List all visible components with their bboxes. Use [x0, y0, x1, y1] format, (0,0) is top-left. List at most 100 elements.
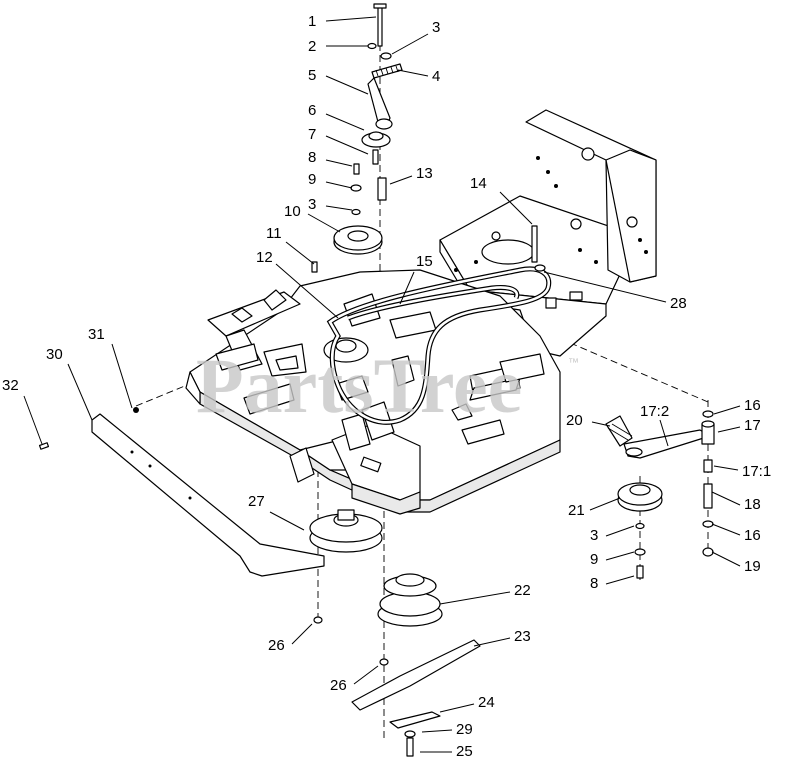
callout-number: 25 [456, 743, 473, 760]
callout-leader-line [591, 421, 611, 427]
callout-number: 2 [308, 38, 316, 55]
watermark: PartsTree ™ [196, 342, 579, 429]
callout-16: 16 [711, 523, 761, 544]
callout-number: 9 [590, 551, 598, 568]
callout-27: 27 [248, 493, 305, 531]
callout-number: 3 [308, 196, 316, 213]
callout-leader-line [605, 525, 635, 537]
callout-leader-line [713, 405, 741, 415]
callout-20: 20 [566, 412, 611, 429]
callout-12: 12 [256, 249, 339, 319]
callout-5: 5 [308, 67, 369, 95]
callout-4: 4 [397, 68, 440, 85]
callout-leader-line [325, 75, 369, 95]
callout-number: 10 [284, 203, 301, 220]
callout-leader-line [291, 623, 313, 645]
spindle-assembly [309, 509, 481, 757]
watermark-trademark: ™ [568, 357, 579, 369]
callout-leader-line [67, 363, 93, 421]
callout-number: 17:1 [742, 463, 771, 480]
callout-31: 31 [88, 326, 133, 409]
callout-3: 3 [590, 525, 635, 544]
callout-30: 30 [46, 346, 93, 421]
callout-15: 15 [399, 253, 433, 305]
callout-number: 3 [432, 19, 440, 36]
callout-number: 4 [432, 68, 440, 85]
callout-28: 28 [543, 271, 687, 312]
callout-leader-line [269, 511, 305, 531]
callout-leader-line [325, 135, 369, 155]
drive-belt [326, 266, 552, 425]
callout-number: 23 [514, 628, 531, 645]
callout-leader-line [711, 491, 741, 506]
callout-leader-line [605, 551, 635, 561]
callout-number: 17:2 [640, 403, 669, 420]
callout-number: 8 [308, 149, 316, 166]
callout-22: 22 [439, 582, 531, 605]
callout-8: 8 [308, 149, 353, 167]
callout-leader-line [473, 637, 511, 647]
callout-7: 7 [308, 126, 369, 155]
callout-leader-line [389, 175, 413, 185]
callout-leader-line [325, 205, 353, 211]
callout-25: 25 [420, 743, 473, 760]
callout-number: 26 [268, 637, 285, 654]
callout-leader-line [391, 33, 429, 55]
callout-number: 3 [590, 527, 598, 544]
callout-leader-line [711, 551, 741, 567]
callout-number: 7 [308, 126, 316, 143]
callout-leader-line [605, 575, 635, 585]
callout-number: 12 [256, 249, 273, 266]
callout-number: 13 [416, 165, 433, 182]
watermark-text: PartsTree [196, 342, 522, 429]
callout-leader-line [659, 419, 669, 447]
callout-number: 6 [308, 102, 316, 119]
callout-number: 9 [308, 171, 316, 188]
callout-32: 32 [2, 377, 43, 445]
callout-9: 9 [308, 171, 353, 189]
callout-10: 10 [284, 203, 341, 233]
callout-number: 21 [568, 502, 585, 519]
callout-number: 14 [470, 175, 487, 192]
callout-number: 24 [478, 694, 495, 711]
callout-24: 24 [439, 694, 495, 713]
callout-leader-line [285, 241, 315, 265]
callout-leader-line [325, 159, 353, 167]
callout-number: 16 [744, 527, 761, 544]
callout-number: 29 [456, 721, 473, 738]
callout-23: 23 [473, 628, 531, 647]
callout-2: 2 [308, 38, 368, 55]
callout-number: 17 [744, 417, 761, 434]
callout-6: 6 [308, 102, 365, 131]
callout-leader-line [325, 181, 353, 189]
callout-number: 26 [330, 677, 347, 694]
callout-number: 16 [744, 397, 761, 414]
callout-leader-line [589, 497, 621, 511]
callout-14: 14 [470, 175, 533, 225]
callout-leader-line [275, 263, 339, 319]
callout-3: 3 [308, 196, 353, 213]
callout-17-2: 17:2 [640, 403, 669, 447]
callout-number: 5 [308, 67, 316, 84]
callout-leader-line [717, 426, 741, 433]
callout-leader-line [543, 271, 667, 303]
callout-leader-line [711, 523, 741, 536]
callout-number: 27 [248, 493, 265, 510]
callout-number: 11 [266, 225, 282, 242]
callout-number: 19 [744, 558, 761, 575]
callout-number: 22 [514, 582, 531, 599]
callout-3: 3 [391, 19, 440, 55]
callout-leader-line [399, 271, 415, 305]
callout-leader-line [397, 69, 429, 77]
callout-number: 15 [416, 253, 433, 270]
callout-17: 17 [717, 417, 761, 434]
callout-19: 19 [711, 551, 761, 575]
callout-leader-line [353, 665, 379, 685]
callout-16: 16 [713, 397, 761, 415]
callout-leader-line [713, 465, 739, 471]
callout-11: 11 [266, 225, 315, 265]
callout-number: 20 [566, 412, 583, 429]
callout-leader-line [325, 113, 365, 131]
